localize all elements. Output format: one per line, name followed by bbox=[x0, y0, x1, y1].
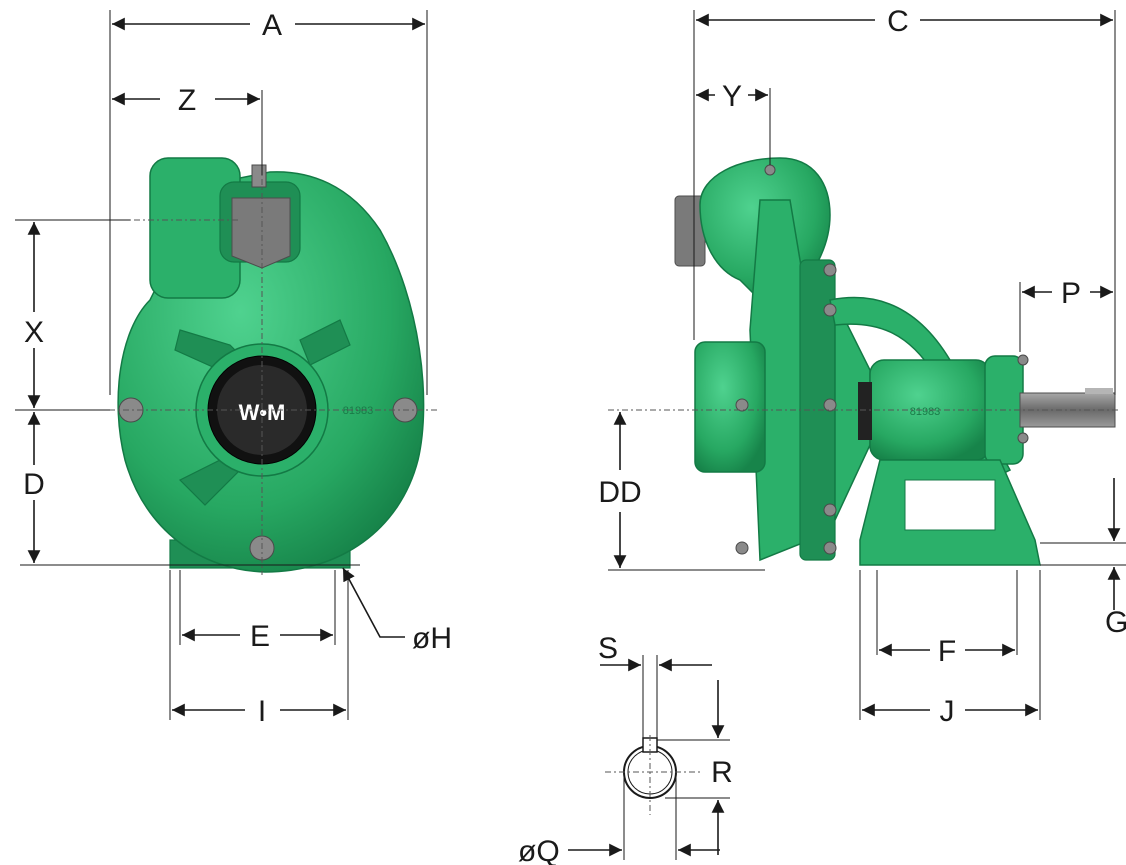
side-bolt-4 bbox=[823, 503, 837, 517]
side-bolt-7 bbox=[735, 398, 749, 412]
label-Z: Z bbox=[178, 84, 196, 117]
label-D: D bbox=[23, 468, 45, 501]
front-view-pump: W•M 81983 bbox=[117, 157, 425, 573]
side-bolt-5 bbox=[823, 541, 837, 555]
front-dimensions: A Z X D E I øH bbox=[15, 9, 452, 728]
label-E: E bbox=[250, 620, 270, 653]
label-H: øH bbox=[412, 622, 452, 655]
side-bolt-9 bbox=[1017, 354, 1029, 366]
side-bolt-10 bbox=[1017, 432, 1029, 444]
side-bolt-1 bbox=[823, 263, 837, 277]
label-F: F bbox=[938, 635, 956, 668]
label-C: C bbox=[887, 5, 909, 38]
side-bolt-8 bbox=[764, 164, 776, 176]
side-view-pump: 81983 bbox=[674, 157, 1116, 566]
label-R: R bbox=[711, 756, 733, 789]
side-casting-mark: 81983 bbox=[910, 406, 941, 418]
side-bolt-3 bbox=[823, 398, 837, 412]
side-bolt-6 bbox=[735, 541, 749, 555]
front-casting-mark: 81983 bbox=[343, 405, 374, 417]
side-pedestal-window bbox=[904, 479, 996, 531]
front-top-bolt bbox=[251, 164, 267, 188]
label-X: X bbox=[24, 316, 44, 349]
shaft-dimensions: S R øQ bbox=[518, 632, 733, 865]
front-suction-inner bbox=[217, 365, 307, 455]
label-DD: DD bbox=[598, 476, 641, 509]
label-Y: Y bbox=[722, 80, 742, 113]
side-suction-cover bbox=[694, 341, 766, 473]
side-dimensions: C Y P DD F J G bbox=[598, 5, 1126, 728]
label-G: G bbox=[1105, 606, 1126, 639]
front-rib-right bbox=[299, 319, 351, 366]
side-seal bbox=[858, 382, 872, 440]
front-priming-plug-square bbox=[231, 197, 291, 269]
shaft-end-detail bbox=[605, 735, 700, 815]
label-J: J bbox=[940, 695, 955, 728]
side-shaft-key bbox=[1085, 388, 1113, 394]
label-A: A bbox=[262, 9, 282, 42]
side-bolt-2 bbox=[823, 303, 837, 317]
label-P: P bbox=[1061, 277, 1081, 310]
label-I: I bbox=[258, 695, 266, 728]
label-Q: øQ bbox=[518, 835, 560, 865]
label-S: S bbox=[598, 632, 618, 665]
